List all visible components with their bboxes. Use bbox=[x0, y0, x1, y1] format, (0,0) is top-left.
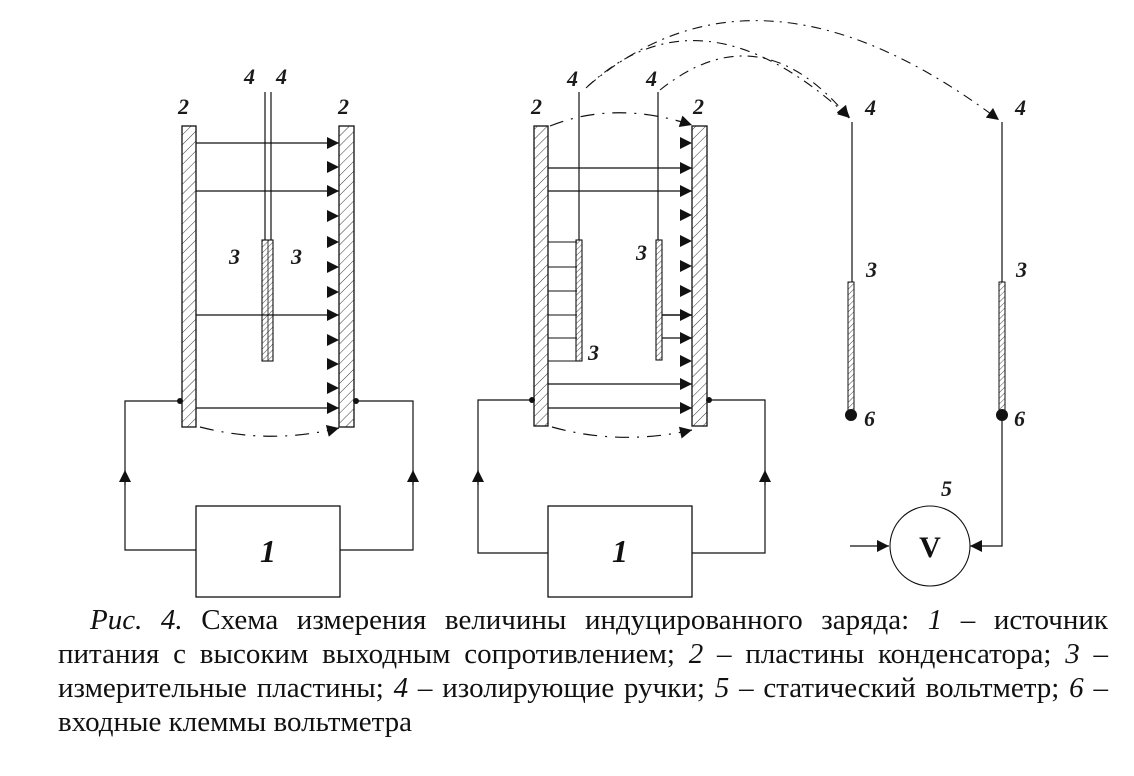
capacitor-plate-left bbox=[181, 125, 197, 428]
label-handle-4: 4 bbox=[1014, 95, 1026, 120]
measuring-plate bbox=[998, 281, 1006, 411]
left-scheme: 1 2 2 4 4 3 3 bbox=[119, 64, 419, 598]
power-source-label: 1 bbox=[612, 533, 628, 569]
middle-scheme: 1 2 2 4 4 3 3 bbox=[472, 66, 771, 598]
caption-item-text: – пластины конденсатора; bbox=[703, 638, 1066, 670]
caption-item-num: 4 bbox=[393, 672, 409, 704]
measuring-plate bbox=[575, 239, 583, 362]
figure-ref: Рис. 4. bbox=[90, 604, 183, 636]
measuring-plate bbox=[847, 281, 855, 411]
field-lines bbox=[548, 112, 693, 439]
caption-item-num: 1 bbox=[927, 604, 943, 636]
power-source-box bbox=[195, 505, 341, 598]
caption-item-num: 3 bbox=[1065, 638, 1080, 670]
voltmeter bbox=[889, 505, 971, 587]
figure-caption: Рис. 4. Схема измерения величины индуцир… bbox=[58, 603, 1108, 739]
power-source-box bbox=[547, 505, 693, 598]
measuring-plate bbox=[655, 239, 663, 361]
charge-arrowheads bbox=[327, 161, 339, 394]
caption-item-text: – измерительные пластины; bbox=[58, 638, 1109, 704]
caption-item-text: – входные клеммы вольтметра bbox=[58, 672, 1109, 738]
caption-item-text: – источник питания с высоким выходным со… bbox=[58, 604, 1108, 670]
label-plate-2: 2 bbox=[177, 94, 189, 119]
caption-title: Схема измерения величины индуцированного… bbox=[182, 604, 928, 636]
voltmeter-symbol: V bbox=[919, 531, 941, 564]
charge-arrowheads bbox=[680, 137, 692, 367]
label-plate-2: 2 bbox=[337, 94, 349, 119]
right-scheme: V 5 4 4 3 3 6 6 bbox=[845, 95, 1027, 587]
power-source-label: 1 bbox=[260, 533, 276, 569]
label-terminal-6: 6 bbox=[864, 406, 875, 431]
label-handle-4: 4 bbox=[275, 64, 287, 89]
label-voltmeter-5: 5 bbox=[941, 476, 952, 501]
label-measuring-3: 3 bbox=[228, 244, 240, 269]
label-measuring-3: 3 bbox=[635, 240, 647, 265]
caption-item-text: – изолирующие ручки; bbox=[408, 672, 715, 704]
label-measuring-3: 3 bbox=[1015, 257, 1027, 282]
label-plate-2: 2 bbox=[692, 94, 704, 119]
caption-item-num: 5 bbox=[714, 672, 730, 704]
caption-item-num: 2 bbox=[688, 638, 704, 670]
voltmeter-terminal bbox=[996, 409, 1008, 421]
measuring-plate bbox=[261, 239, 274, 362]
label-handle-4: 4 bbox=[566, 66, 578, 91]
label-handle-4: 4 bbox=[243, 64, 255, 89]
caption-item-num: 6 bbox=[1069, 672, 1084, 704]
label-plate-2: 2 bbox=[530, 94, 542, 119]
circuit-wires bbox=[119, 400, 419, 551]
measurement-scheme-figure: 1 2 2 4 4 3 3 bbox=[119, 20, 1027, 598]
label-terminal-6: 6 bbox=[1014, 406, 1025, 431]
label-handle-4: 4 bbox=[645, 66, 657, 91]
voltmeter-wires bbox=[850, 421, 1003, 552]
caption-item-text: – статический вольтметр; bbox=[729, 672, 1070, 704]
transfer-arcs bbox=[585, 20, 1000, 121]
capacitor-plate-right bbox=[691, 125, 708, 427]
capacitor-plate-left bbox=[533, 125, 549, 427]
short-field-lines bbox=[548, 241, 577, 362]
circuit-wires bbox=[472, 399, 771, 554]
capacitor-plate-right bbox=[338, 125, 355, 428]
label-measuring-3: 3 bbox=[865, 257, 877, 282]
label-measuring-3: 3 bbox=[587, 340, 599, 365]
label-measuring-3: 3 bbox=[290, 244, 302, 269]
voltmeter-terminal bbox=[845, 409, 857, 421]
label-handle-4: 4 bbox=[864, 95, 876, 120]
